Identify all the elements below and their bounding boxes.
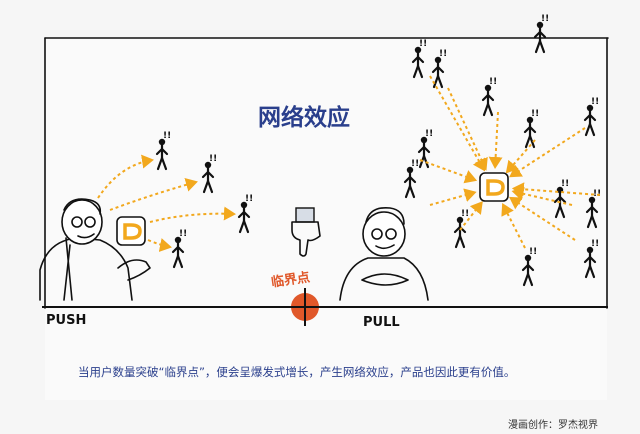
critical-point-marker [286,288,324,326]
person-exclaim-13: !! [461,209,469,219]
flow-arrow-20 [509,196,576,241]
flow-arrow-13 [505,139,536,174]
person-exclaim-14: !! [529,247,537,257]
person-exclaim-8: !! [439,49,447,59]
app-icon-right [479,172,509,202]
person-exclaim-10: !! [591,97,599,107]
flow-arrow-3 [147,238,172,252]
push-label: PUSH [46,313,86,328]
person-icon: !! [237,194,253,234]
flow-arrow-0 [97,154,154,199]
flow-arrow-18 [501,203,526,249]
flow-arrow-21 [511,182,601,197]
person-icon: !! [583,97,599,137]
person-exclaim-4: !! [419,39,427,49]
credit: 漫画创作：罗杰视界 [508,418,598,431]
person-exclaim-6: !! [425,129,433,139]
person-icon: !! [481,77,497,117]
person-exclaim-0: !! [163,131,171,141]
person-icon: !! [523,109,539,149]
person-exclaim-9: !! [531,109,539,119]
person-icon: !! [155,131,171,171]
person-icon: !! [431,49,447,89]
person-exclaim-5: !! [541,14,549,24]
person-icon: !! [171,229,187,269]
person-exclaim-15: !! [591,239,599,249]
person-icon: !! [521,247,537,287]
person-exclaim-1: !! [209,154,217,164]
person-exclaim-2: !! [245,194,253,204]
pull-label: PULL [363,315,400,330]
pull-character-head [362,211,406,257]
person-icon: !! [403,159,419,199]
flow-arrow-10 [429,75,486,172]
person-exclaim-12: !! [561,179,569,189]
flow-arrow-11 [447,87,488,171]
person-icon: !! [411,39,427,79]
flow-arrow-2 [149,206,236,223]
person-exclaim-3: !! [179,229,187,239]
caption: 当用户数量突破“临界点”，便会呈爆发式增长，产生网络效应，产品也因此更有价值。 [78,365,515,379]
pull-character [339,206,429,301]
flow-arrow-1 [109,177,198,211]
arrows-group [97,75,601,252]
app-icon-left [116,216,146,246]
person-exclaim-11: !! [411,159,419,169]
person-icon: !! [201,154,217,194]
people-group: !!!!!!!!!!!!!!!!!!!!!!!!!!!!!!!!!! [155,14,601,287]
push-character [39,198,151,301]
person-icon: !! [533,14,549,54]
critical-point-label: 临界点 [270,269,311,290]
flow-arrow-14 [509,127,586,178]
push-character-hand [117,259,151,281]
flow-arrow-15 [419,159,478,184]
person-exclaim-7: !! [489,77,497,87]
flow-arrow-16 [429,188,477,206]
pointing-hand-icon [291,207,321,257]
person-icon: !! [583,239,599,279]
person-icon: !! [553,179,569,219]
diagram-title: 网络效应 [258,104,350,131]
